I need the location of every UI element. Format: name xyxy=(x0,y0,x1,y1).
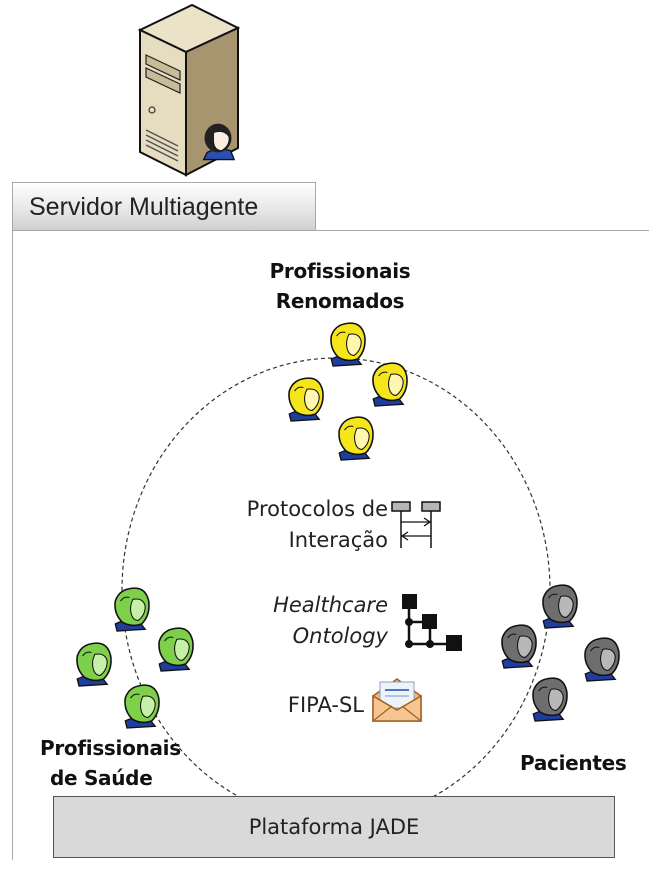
health-label-line1: Profissionais xyxy=(40,736,181,760)
renowned-professionals-label: Profissionais Renomados xyxy=(255,256,425,316)
patients-label-line1: Pacientes xyxy=(520,751,627,775)
health-professional-agent-icon xyxy=(72,640,116,688)
renowned-agent-icon xyxy=(334,414,378,462)
patients-label: Pacientes xyxy=(520,748,640,778)
envelope-icon xyxy=(372,678,422,722)
ontology-tree-icon xyxy=(402,594,462,651)
server-label-tab: Servidor Multiagente xyxy=(12,182,316,230)
ontology-line1: Healthcare xyxy=(273,593,388,617)
health-professional-agent-icon xyxy=(110,585,154,633)
patient-agent-icon xyxy=(497,622,541,670)
renowned-agent-icon xyxy=(284,375,328,423)
renowned-agent-icon xyxy=(326,320,370,368)
health-professional-agent-icon xyxy=(120,682,164,730)
protocols-line2: Interação xyxy=(288,528,388,552)
server-frame-top-border xyxy=(12,230,649,231)
patient-agent-icon xyxy=(580,635,624,683)
renowned-agent-icon xyxy=(368,360,412,408)
patient-agent-icon xyxy=(538,582,582,630)
health-professional-agent-icon xyxy=(154,625,198,673)
server-computer-icon xyxy=(137,3,241,177)
interaction-protocols-label: Protocolos de Interação xyxy=(228,494,388,556)
patient-agent-icon xyxy=(528,675,572,723)
fipa-sl-label: FIPA-SL xyxy=(240,690,364,721)
health-label-line2: de Saúde xyxy=(50,766,153,790)
ontology-line2: Ontology xyxy=(292,624,388,648)
sequence-diagram-icon xyxy=(391,501,441,548)
health-professionals-label: Profissionais de Saúde xyxy=(40,733,210,793)
healthcare-ontology-label: Healthcare Ontology xyxy=(228,590,388,652)
jade-platform-bar: Plataforma JADE xyxy=(53,796,615,858)
server-frame-left-border xyxy=(12,230,13,860)
renowned-label-line1: Profissionais xyxy=(269,259,411,283)
fipa-line: FIPA-SL xyxy=(287,693,364,717)
protocols-line1: Protocolos de xyxy=(246,497,388,521)
renowned-label-line2: Renomados xyxy=(275,289,405,313)
